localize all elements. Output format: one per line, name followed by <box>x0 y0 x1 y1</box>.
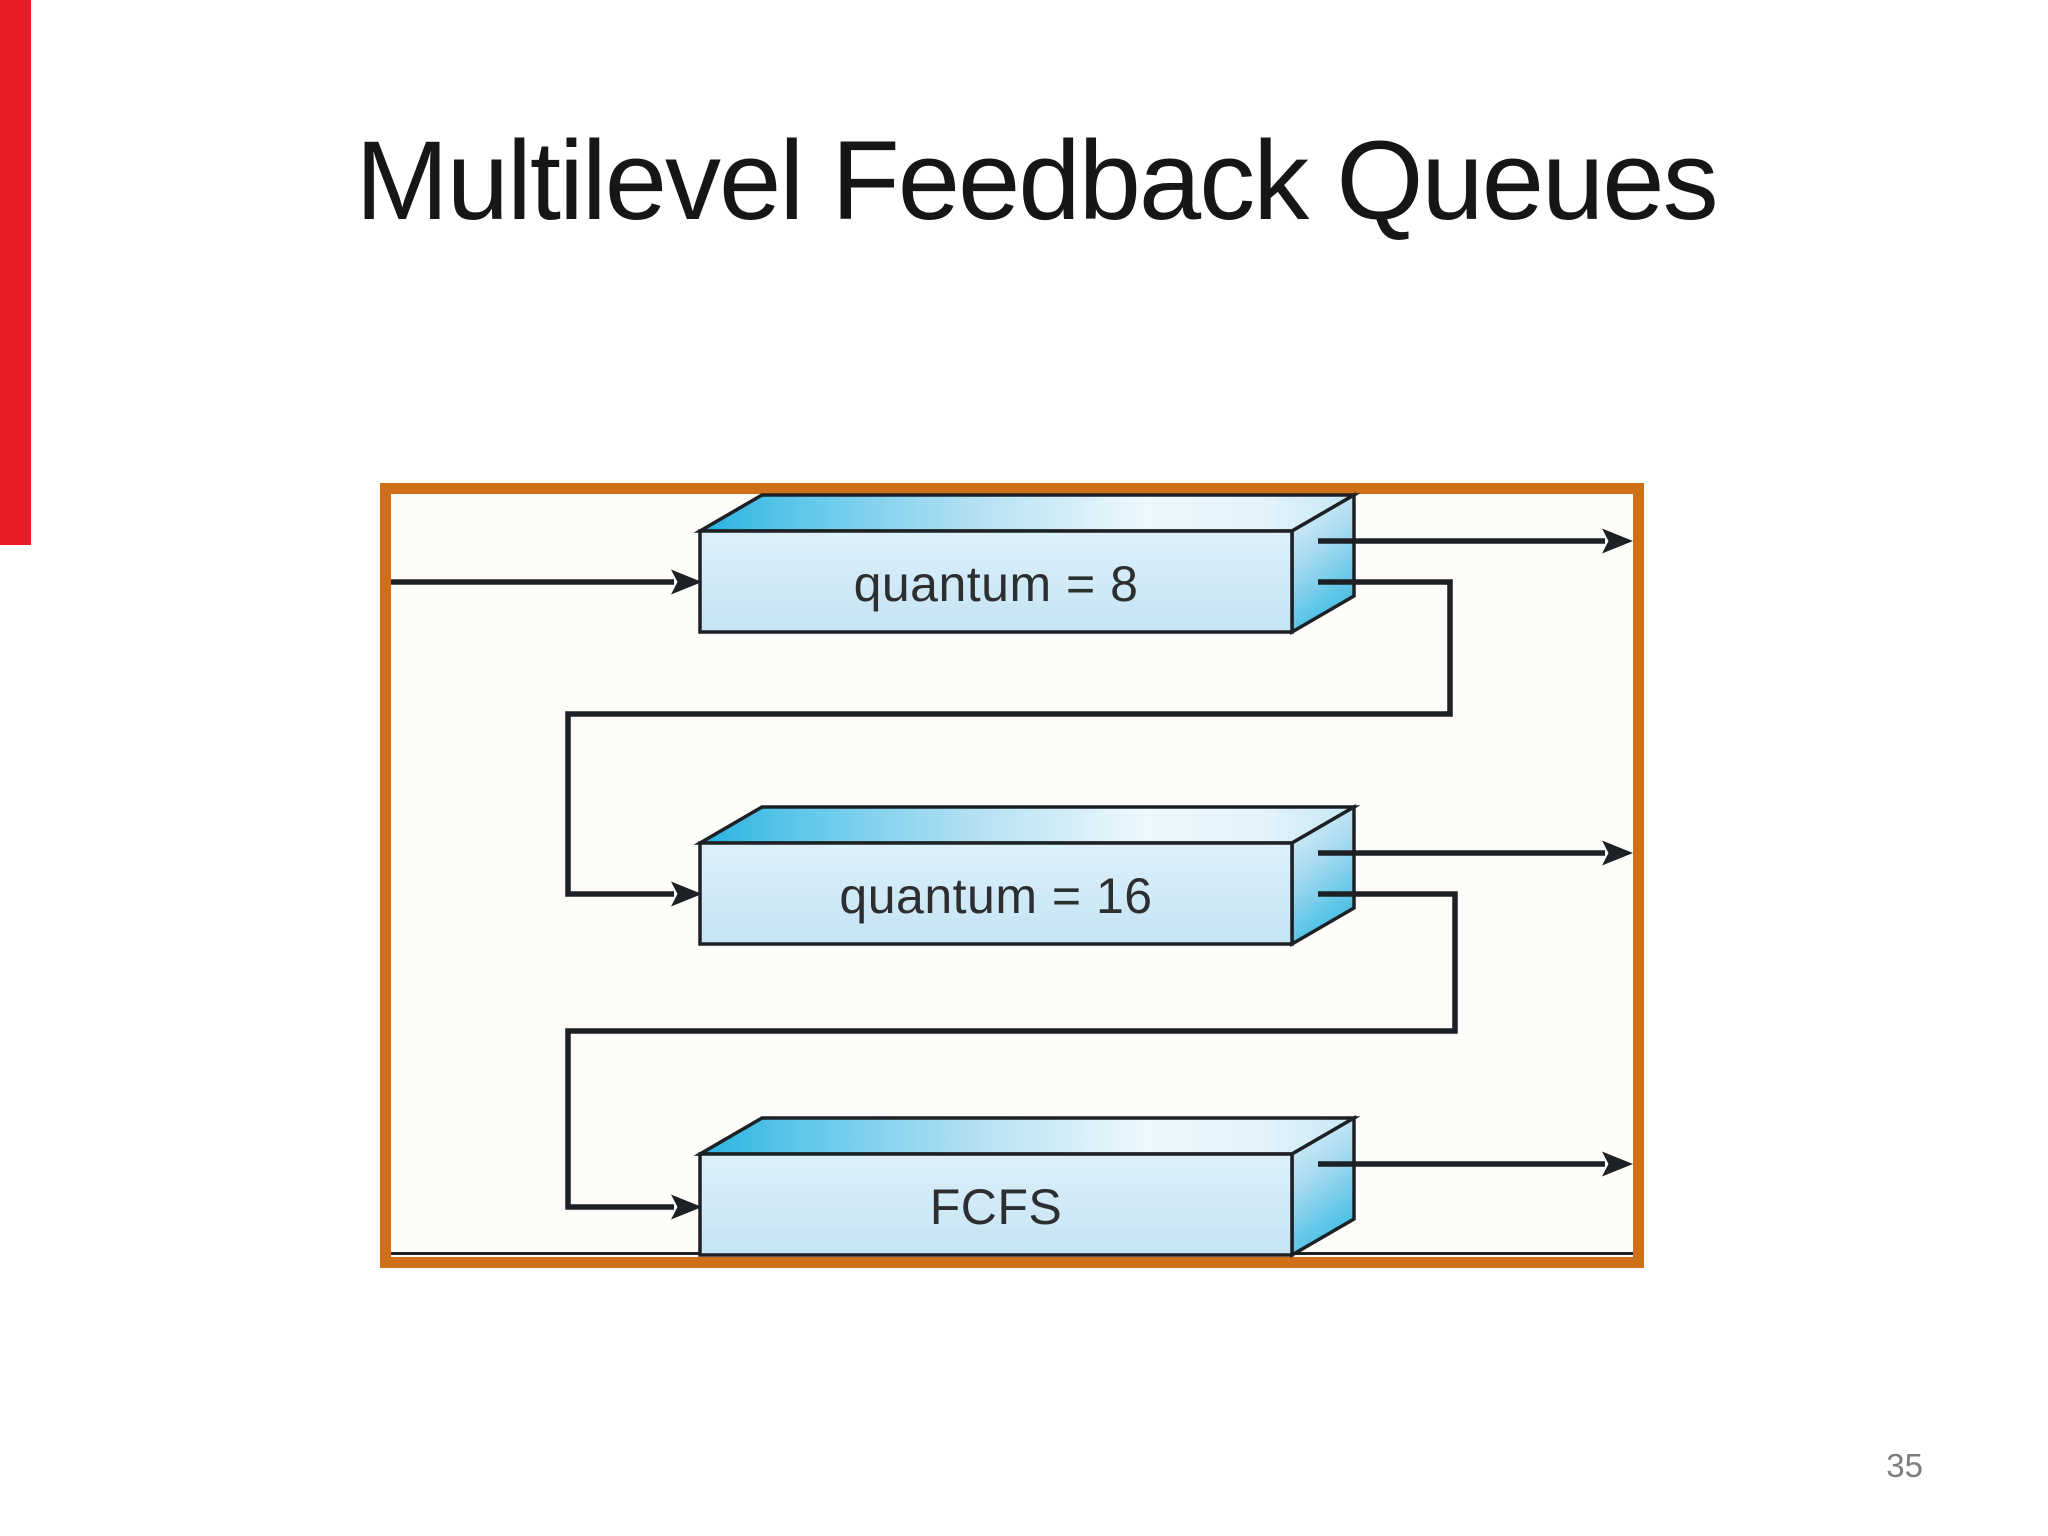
demote-path-q16-fcfs <box>565 891 1458 1220</box>
box-front-face <box>698 529 1294 634</box>
entry-arrow-q8 <box>391 569 702 595</box>
exit-arrow-q16 <box>1318 840 1633 866</box>
exit-arrow-fcfs <box>1318 1151 1633 1177</box>
queue-box-quantum-16 <box>693 803 1361 948</box>
queue-label-quantum-16: quantum = 16 <box>839 868 1152 924</box>
box-top-face <box>693 1116 1361 1156</box>
queue-label-quantum-8: quantum = 8 <box>854 556 1139 612</box>
demote-path-q8-q16 <box>565 579 1453 907</box>
box-top-face <box>693 805 1361 845</box>
page-number: 35 <box>1886 1447 1923 1484</box>
queue-box-fcfs <box>693 1114 1361 1259</box>
red-accent-bar <box>0 0 31 545</box>
exit-arrow-q8 <box>1318 528 1633 554</box>
queue-box-quantum-8 <box>693 491 1361 636</box>
box-top-face <box>693 493 1361 533</box>
box-front-face <box>698 841 1294 946</box>
box-front-face <box>698 1152 1294 1257</box>
page-title: Multilevel Feedback Queues <box>355 118 1718 243</box>
queue-label-fcfs: FCFS <box>930 1179 1063 1235</box>
